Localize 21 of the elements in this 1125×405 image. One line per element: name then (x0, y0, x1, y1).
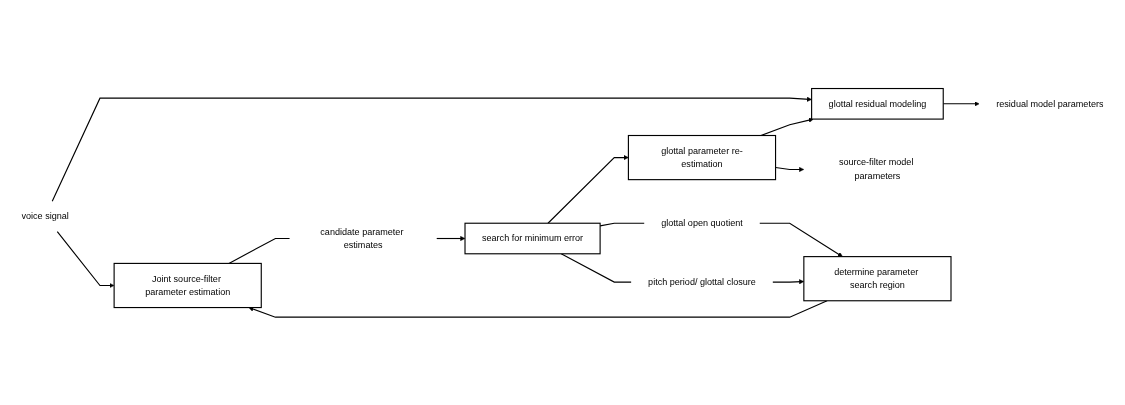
node-box: search for minimum error (464, 222, 601, 254)
node-text: candidate parameter estimates (320, 226, 404, 250)
node-text: voice signal (21, 210, 69, 221)
node-text: source-filter model parameters (838, 157, 914, 181)
node-box: determine parameter search region (803, 255, 952, 301)
arrow (248, 299, 828, 318)
connector (228, 237, 291, 264)
node-text: residual model parameters (996, 98, 1104, 108)
arrow (760, 117, 814, 136)
arrow (436, 235, 466, 241)
arrow (56, 230, 115, 288)
node-box: glottal parameter re-estimation (627, 134, 777, 180)
node-box: glottal residual modeling (811, 87, 944, 120)
node-text: pitch period/ glottal closure (648, 276, 756, 287)
arrow (51, 96, 812, 202)
arrow (775, 166, 805, 172)
node-text: glottal open quotient (661, 217, 743, 228)
connector (560, 252, 632, 283)
node-box: Joint source-filter parameter estimation (113, 262, 262, 308)
arrow (759, 222, 843, 257)
arrow (547, 154, 629, 224)
